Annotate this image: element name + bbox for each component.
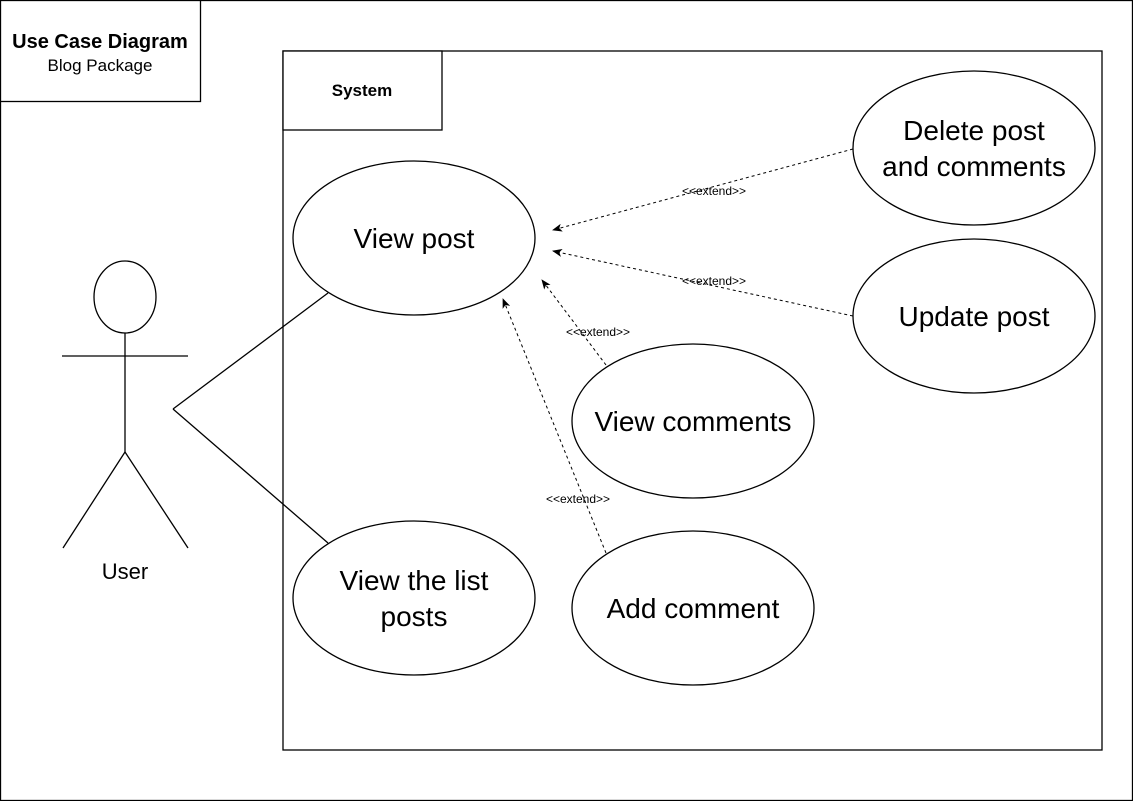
use-case-label: Add comment bbox=[607, 593, 780, 624]
use-case-shape bbox=[571, 530, 815, 686]
extend-label: <<extend>> bbox=[546, 492, 610, 506]
actor-user: User bbox=[62, 260, 189, 584]
use-case-shape bbox=[852, 70, 1096, 226]
use-case-label: posts bbox=[381, 601, 448, 632]
diagram-subtitle: Blog Package bbox=[48, 56, 153, 75]
diagram-title: Use Case Diagram bbox=[12, 31, 188, 53]
actor-label: User bbox=[102, 559, 148, 584]
use-case-shape bbox=[292, 520, 536, 676]
use-case-view-list-posts: View the list posts bbox=[292, 520, 536, 676]
use-case-shape bbox=[292, 160, 536, 316]
extend-arrow bbox=[552, 148, 854, 232]
use-case-label: Delete post bbox=[903, 115, 1045, 146]
title-box-border bbox=[0, 0, 202, 103]
use-case-shape bbox=[852, 238, 1096, 394]
use-case-view-post: View post bbox=[292, 160, 536, 316]
use-case-label: View post bbox=[354, 223, 475, 254]
title-box: Use Case Diagram Blog Package bbox=[0, 0, 202, 103]
actor-head bbox=[93, 260, 157, 334]
extend-delete-to-view-post: <<extend>> bbox=[552, 148, 854, 232]
extend-view-comments-to-view-post: <<extend>> bbox=[541, 279, 630, 366]
extend-update-to-view-post: <<extend>> bbox=[552, 248, 854, 317]
extend-label: <<extend>> bbox=[566, 325, 630, 339]
use-case-delete-post-and-comments: Delete post and comments bbox=[852, 70, 1096, 226]
use-case-label: View comments bbox=[594, 406, 791, 437]
use-case-shape bbox=[571, 343, 815, 499]
system-label: System bbox=[332, 81, 392, 100]
extend-arrow bbox=[502, 298, 607, 554]
association-user-view-post bbox=[172, 292, 329, 410]
association-user-view-list-posts bbox=[172, 408, 329, 544]
use-case-add-comment: Add comment bbox=[571, 530, 815, 686]
extend-add-comment-to-view-post: <<extend>> bbox=[502, 298, 610, 554]
extend-label: <<extend>> bbox=[682, 184, 746, 198]
use-case-update-post: Update post bbox=[852, 238, 1096, 394]
actor-left-leg bbox=[62, 451, 126, 549]
extend-label: <<extend>> bbox=[682, 274, 746, 288]
system-label-box bbox=[282, 50, 443, 131]
use-case-label: Update post bbox=[899, 301, 1050, 332]
use-case-label: View the list bbox=[340, 565, 489, 596]
actor-right-leg bbox=[124, 451, 189, 549]
use-case-view-comments: View comments bbox=[571, 343, 815, 499]
use-case-label: and comments bbox=[882, 151, 1066, 182]
